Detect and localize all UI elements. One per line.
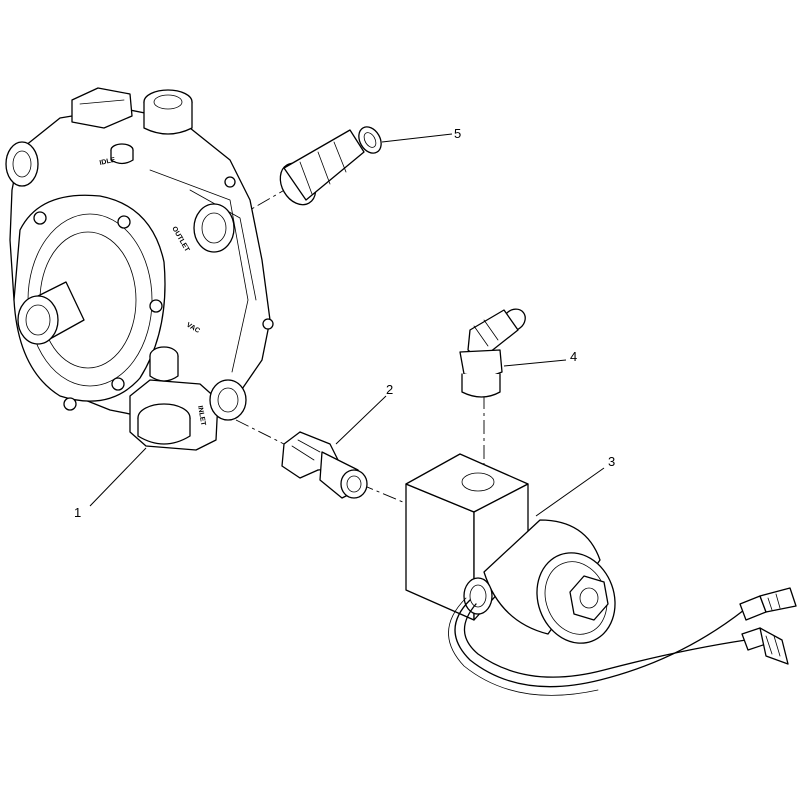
leader-3 — [535, 467, 605, 517]
stamp-inlet: INLET — [196, 405, 207, 427]
wire-terminal — [741, 627, 789, 665]
part-1-regulator: IDLE OUTLET VAC INLET — [5, 87, 274, 451]
leader-2 — [335, 395, 387, 445]
cover-bolt — [149, 299, 163, 313]
solenoid-nut — [569, 575, 609, 621]
leader-lines — [89, 133, 605, 517]
cover-bolt — [111, 377, 125, 391]
cover-bolt — [63, 397, 77, 411]
callout-3: 3 — [608, 454, 615, 469]
callout-2: 2 — [386, 382, 393, 397]
callouts: 1 2 3 4 5 — [74, 126, 615, 520]
cover-bolt — [33, 211, 47, 225]
leader-1 — [89, 447, 147, 507]
part-2-hex-fitting — [281, 431, 368, 499]
outlet-port — [193, 203, 235, 253]
diaphragm-cover — [13, 194, 166, 402]
stamp-idle: IDLE — [99, 157, 116, 167]
inlet-port — [209, 379, 247, 421]
wire-terminal — [739, 587, 797, 621]
callout-4: 4 — [570, 349, 577, 364]
center-lines — [235, 187, 485, 506]
cover-bolt — [117, 215, 131, 229]
leader-5 — [381, 133, 453, 143]
part-5-hose-barb — [279, 126, 382, 206]
left-port — [5, 141, 39, 187]
callout-5: 5 — [454, 126, 461, 141]
top-boss — [71, 87, 133, 129]
lead-wire — [454, 599, 745, 688]
callout-1: 1 — [74, 505, 81, 520]
part-4-elbow — [459, 308, 526, 398]
leader-4 — [503, 359, 567, 367]
part-3-solenoid — [405, 453, 797, 696]
